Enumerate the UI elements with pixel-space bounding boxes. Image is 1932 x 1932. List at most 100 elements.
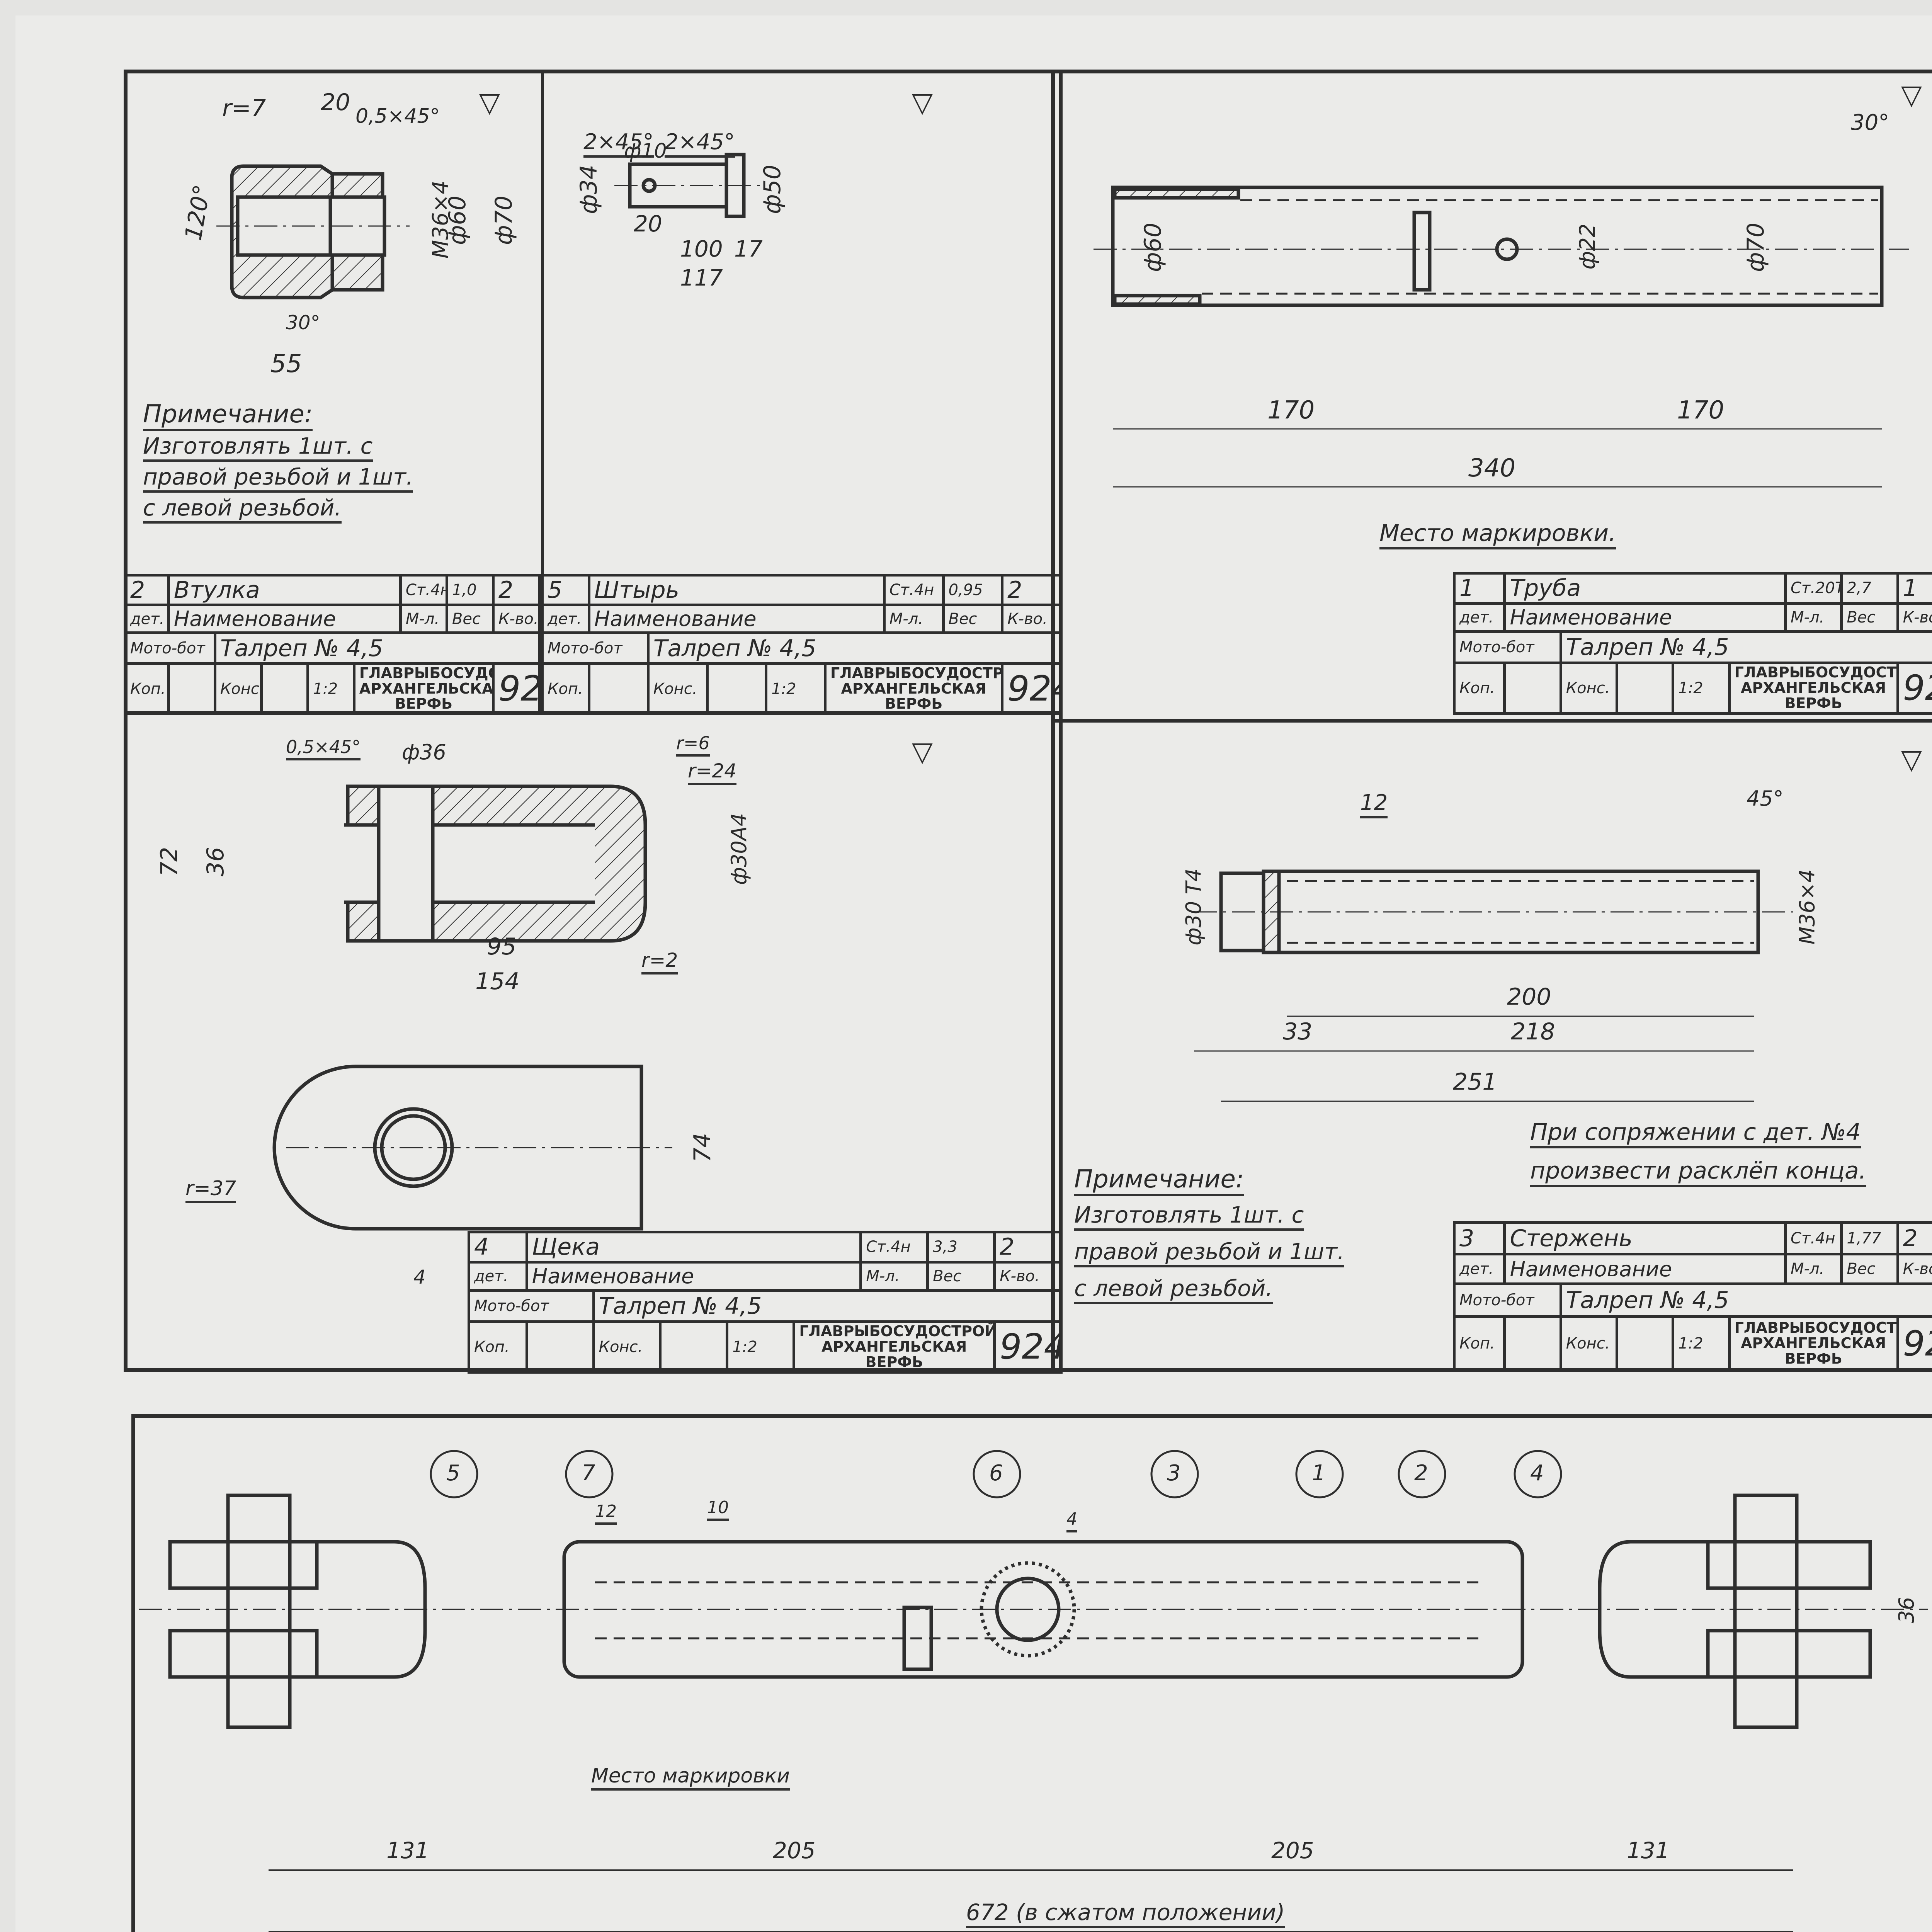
signature	[659, 1320, 729, 1374]
truba-dim-half-right: 170	[1677, 396, 1725, 425]
truba-drawing	[1094, 185, 1909, 488]
truba-dim-angle: 30°	[1851, 110, 1889, 135]
part-pos: 5	[541, 574, 590, 606]
scale-cell: 1:2	[1672, 661, 1731, 715]
shtyr-dim-d-head: ф50	[759, 165, 786, 214]
balloon-label: 5	[446, 1461, 460, 1486]
header-pos: дет.	[1452, 602, 1506, 633]
org-line: АРХАНГЕЛЬСКАЯ	[359, 680, 493, 697]
sterzhen-dim-thread-len: 200	[1507, 983, 1551, 1010]
header-weight: Вес	[445, 604, 495, 634]
weld-label: 12	[595, 1503, 617, 1525]
header-pos: дет.	[124, 604, 170, 634]
vtulka-note-line: правой резьбой и 1шт.	[143, 466, 413, 493]
sterzhen-dim-d-head: ф30 Т4	[1181, 868, 1206, 946]
scheka-dim-total: 154	[475, 968, 520, 995]
label-kons: Конс.	[1559, 661, 1619, 715]
shtyr-drawing	[614, 153, 761, 218]
boat-label: Мото-бот	[468, 1289, 595, 1323]
scheka-dim-slot: 95	[487, 933, 517, 960]
scheka-dim-offset: 4	[413, 1266, 426, 1288]
org-line: ВЕРФЬ	[395, 695, 453, 713]
product-name: Талреп № 4,5	[213, 631, 541, 665]
surface-finish-icon: ▽	[479, 87, 500, 118]
shtyr-dim-d-shaft: ф34	[575, 165, 602, 214]
drawing-number: 924	[1896, 1315, 1932, 1372]
sterzhen-callout-line: произвести расклёп конца.	[1530, 1159, 1866, 1187]
scheka-dim-chamfer: 0,5×45°	[286, 738, 361, 760]
scheka-dim-h-inner: 36	[202, 847, 230, 877]
vtulka-note-line: Изготовлять 1шт. с	[143, 435, 373, 462]
label-kons: Конс.	[592, 1320, 662, 1374]
part-name: Втулка	[167, 574, 402, 606]
part-material: Ст.20Т	[1784, 572, 1843, 605]
vtulka-drawing	[216, 164, 410, 299]
assembly-dim-width: 36	[1894, 1597, 1919, 1624]
balloon-label: 2	[1414, 1461, 1428, 1486]
part-name: Труба	[1503, 572, 1787, 605]
sterzhen-dim-angle: 45°	[1747, 786, 1784, 811]
header-name: Наименование	[588, 604, 886, 634]
part-name: Стержень	[1503, 1221, 1787, 1256]
sterzhen-note-line: Изготовлять 1шт. с	[1074, 1204, 1304, 1231]
sterzhen-callout-line: При сопряжении с дет. №4	[1530, 1121, 1861, 1148]
scheka-dim-bore: ф36	[402, 740, 446, 764]
org-line: ВЕРФЬ	[1784, 694, 1842, 712]
part-material: Ст.4н	[883, 574, 945, 606]
label-kons: Конс.	[213, 662, 263, 715]
header-pos: дет.	[1452, 1253, 1506, 1285]
part-weight: 1,0	[445, 574, 495, 606]
header-name: Наименование	[1503, 602, 1787, 633]
sterzhen-dim-total: 251	[1453, 1068, 1497, 1095]
assembly-dim: 131	[386, 1837, 429, 1864]
part-material: Ст.4н	[859, 1231, 929, 1264]
truba-dim-total: 340	[1468, 454, 1516, 483]
surface-finish-icon: ▽	[1901, 79, 1922, 111]
org-line: ГЛАВРЫБОСУДОСТРОЙ	[1734, 663, 1897, 681]
org-line: АРХАНГЕЛЬСКАЯ	[821, 1338, 967, 1355]
assembly-drawing	[139, 1450, 1928, 1932]
part-pos: 3	[1452, 1221, 1506, 1256]
shtyr-dim-total: 117	[680, 265, 723, 291]
vtulka-dim-angle2: 30°	[286, 311, 320, 334]
shtyr-dim-chamfer-right: 2×45°	[665, 131, 735, 158]
header-pos: дет.	[541, 604, 590, 634]
scale-cell: 1:2	[306, 662, 355, 715]
vtulka-dim-top: 20	[321, 89, 350, 116]
header-name: Наименование	[167, 604, 402, 634]
product-name: Талреп № 4,5	[646, 631, 1063, 665]
org-line: АРХАНГЕЛЬСКАЯ	[1741, 1335, 1886, 1352]
assembly-dim: 131	[1627, 1837, 1670, 1864]
vtulka-dim-d-inner: ф60	[444, 196, 471, 245]
surface-finish-icon: ▽	[912, 87, 933, 118]
scheka-dim-r6: r=6	[676, 734, 710, 757]
signature	[1616, 1315, 1675, 1372]
signature	[1616, 661, 1675, 715]
part-pos: 2	[124, 574, 170, 606]
vtulka-dim-d-outer: ф70	[490, 196, 517, 245]
shtyr-dim-head-len: 17	[734, 236, 763, 262]
header-material: М-л.	[1784, 1253, 1843, 1285]
balloon-label: 6	[989, 1461, 1003, 1486]
scale-value: 1:2	[732, 1338, 757, 1356]
balloon-label: 4	[1530, 1461, 1544, 1486]
scheka-drawing	[272, 784, 672, 1231]
header-name: Наименование	[1503, 1253, 1787, 1285]
scale-value: 1:2	[1678, 1335, 1703, 1353]
truba-dim-hole: ф22	[1575, 223, 1600, 270]
truba-marking-label: Место маркировки.	[1379, 522, 1616, 549]
signature	[167, 662, 216, 715]
part-weight: 2,7	[1840, 572, 1899, 605]
balloon-label: 1	[1312, 1461, 1326, 1486]
truba-dim-d-inner: ф60	[1139, 223, 1167, 272]
vtulka-note-line: с левой резьбой.	[143, 497, 342, 524]
assembly-marking-label: Место маркировки	[591, 1766, 790, 1791]
org-line: ВЕРФЬ	[1784, 1350, 1842, 1367]
